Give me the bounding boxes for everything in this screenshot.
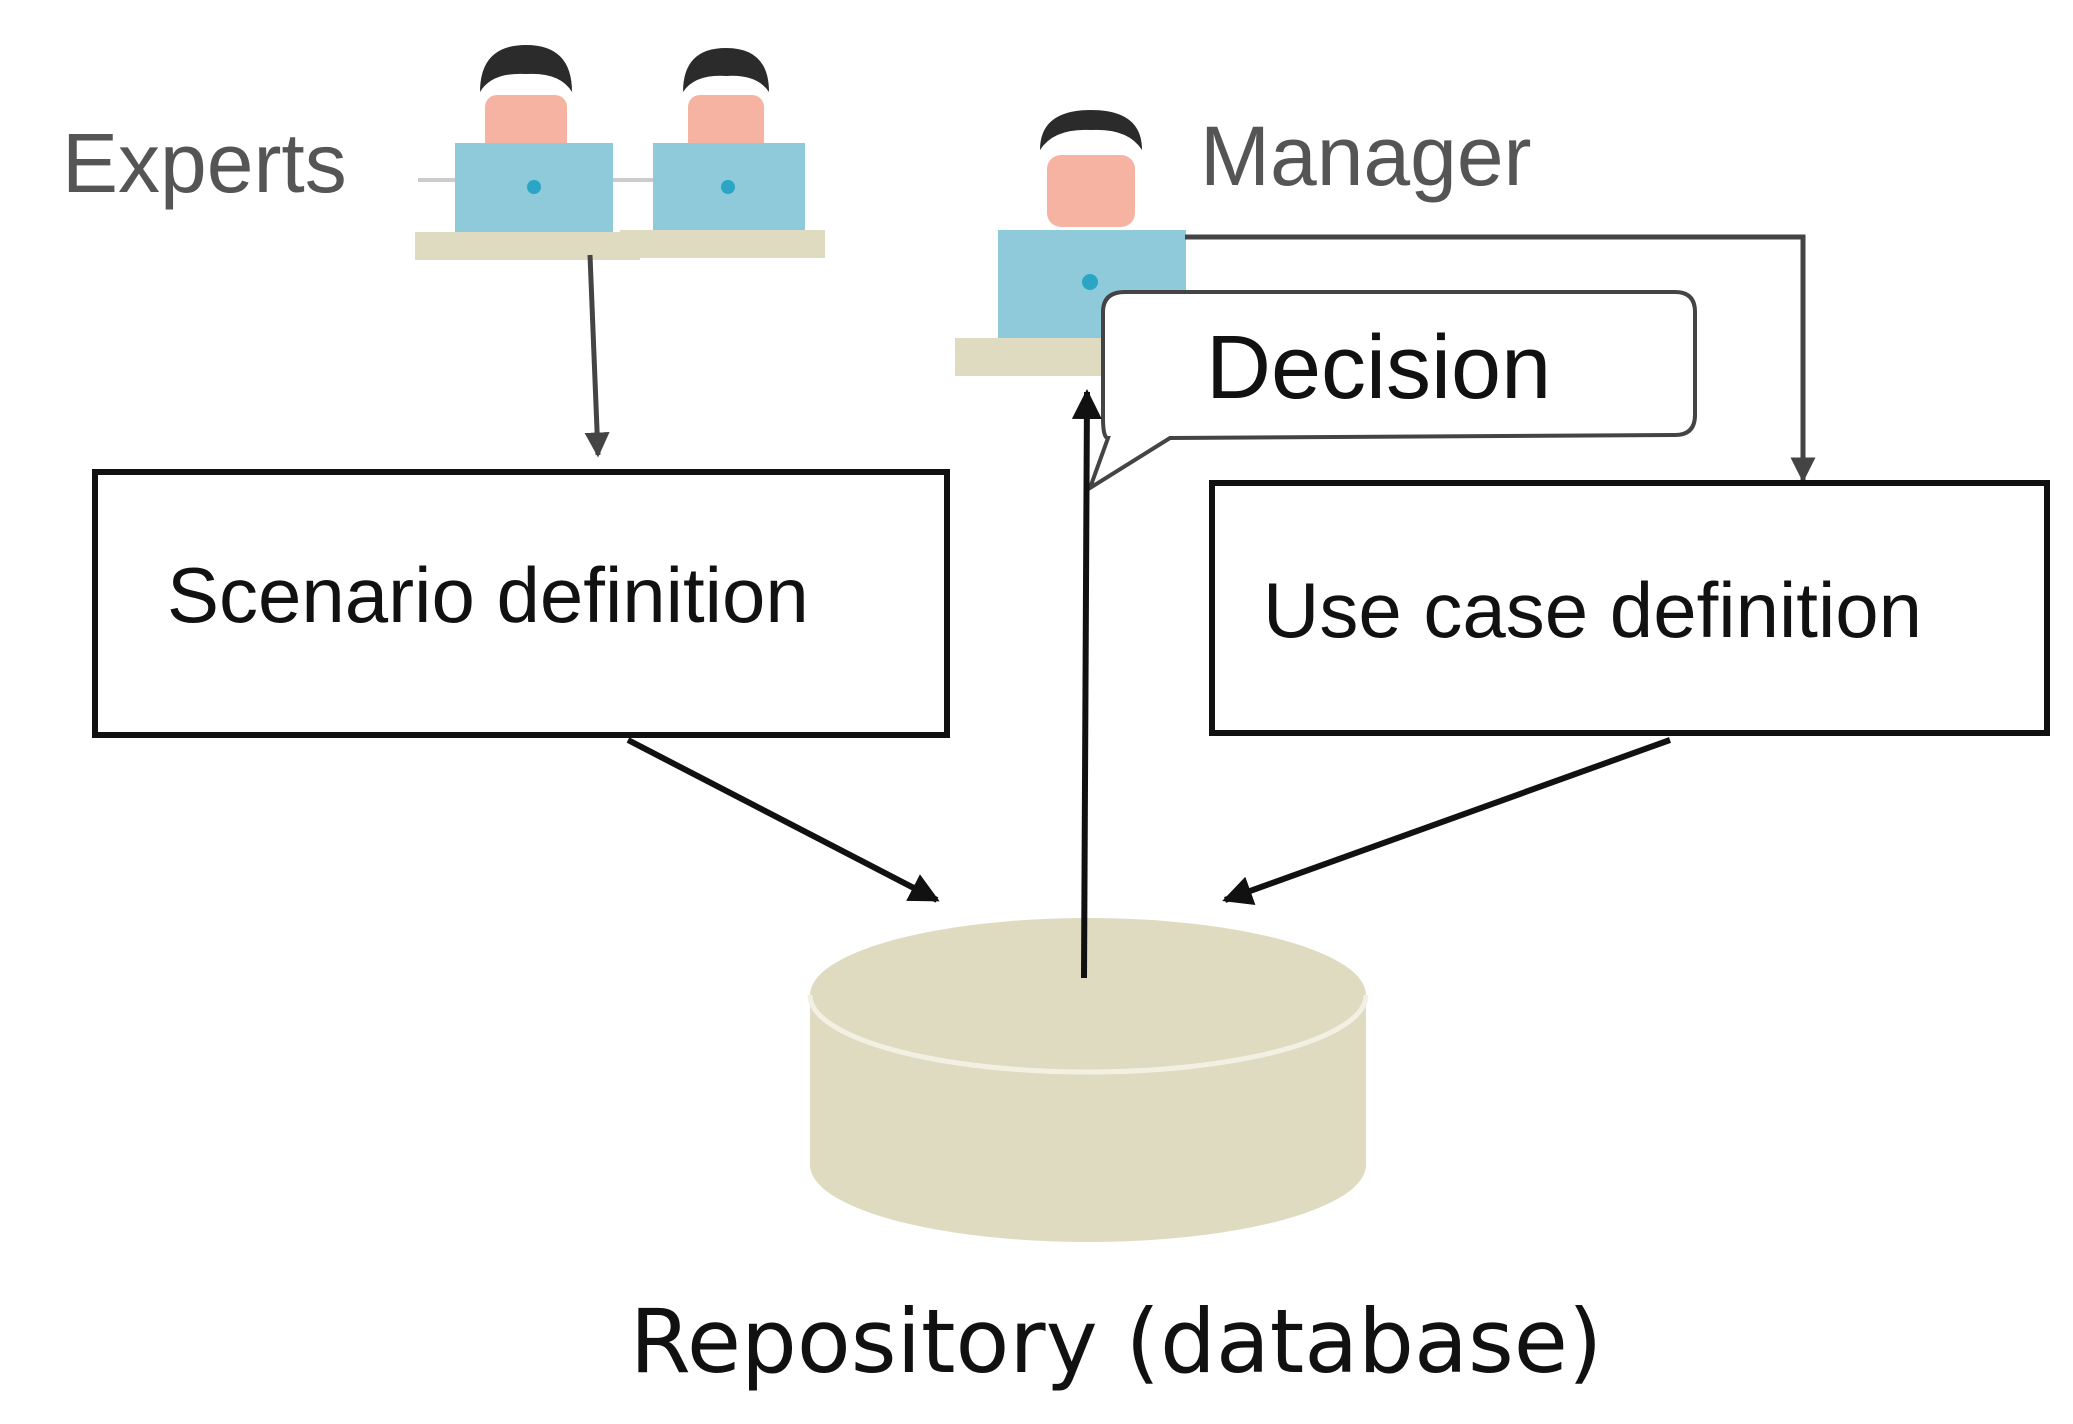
repository-database [807, 918, 1369, 1242]
manager-to-usecase-arrow [1185, 234, 1816, 483]
experts-to-scenario-arrow [584, 254, 610, 458]
scenario-definition-label: Scenario definition [167, 551, 809, 639]
decision-label: Decision [1206, 318, 1551, 418]
usecase-to-repository-arrow [1222, 737, 1672, 905]
manager-label: Manager [1200, 109, 1532, 203]
scenario-definition-box: Scenario definition [92, 469, 950, 738]
experts-label: Experts [62, 116, 347, 210]
expert-icon-1 [415, 45, 640, 260]
expert-icon-2 [620, 48, 825, 258]
repository-label: Repository (database) [630, 1290, 1603, 1393]
decision-callout: Decision [1086, 290, 1697, 493]
use-case-definition-label: Use case definition [1263, 566, 1922, 654]
repository-to-decision-arrow [1071, 389, 1102, 979]
use-case-definition-box: Use case definition [1209, 480, 2050, 736]
scenario-to-repository-arrow [626, 737, 940, 903]
